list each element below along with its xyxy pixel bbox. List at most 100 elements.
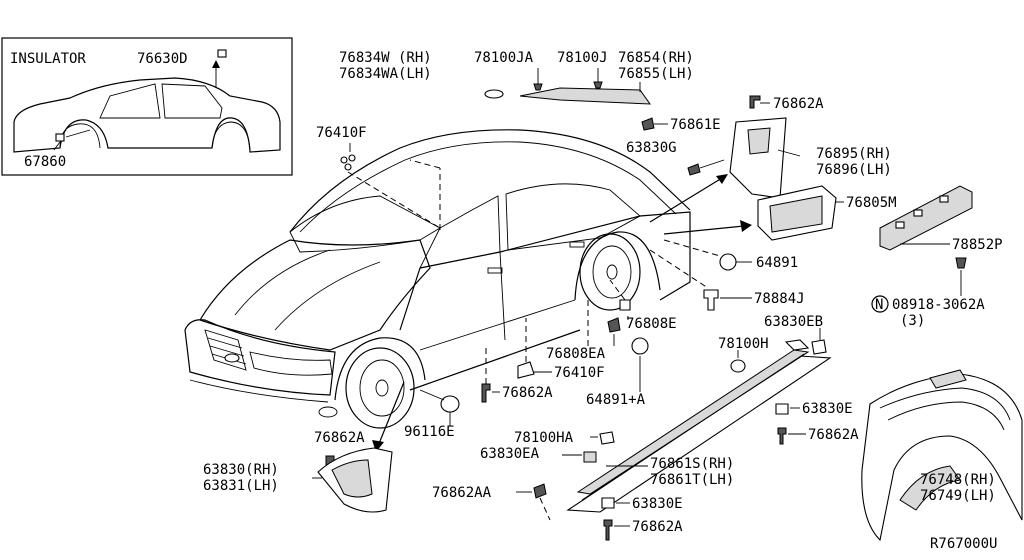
grille (204, 329, 247, 371)
label-64891a: 64891+A (586, 392, 646, 408)
rear-door-opening (161, 83, 223, 119)
arrow-line-front-mudguard (377, 381, 405, 447)
inset-title: INSULATOR (10, 51, 86, 67)
rocker-line (409, 329, 581, 391)
bracket-slot-1 (939, 195, 949, 203)
label-76896: 76896(LH) (816, 162, 892, 178)
grommet-64891a-icon (631, 337, 649, 355)
label-08918-sym: N (875, 297, 883, 313)
nut-symbol-icon (871, 295, 889, 313)
label-76861t: 76861T(LH) (650, 472, 734, 488)
front-tire (345, 347, 415, 429)
headlamp (249, 351, 333, 376)
label-76834wa: 76834WA(LH) (339, 66, 432, 82)
label-63831lh: 63831(LH) (203, 478, 279, 494)
rear-rim (592, 245, 632, 299)
rear-wheelhouse (211, 121, 251, 151)
leader-96116e-b (419, 389, 445, 401)
label-76410f-mid: 76410F (554, 365, 605, 381)
label-76862aa: 76862AA (432, 485, 492, 501)
arrow-line-extractor (663, 225, 745, 235)
roof-inner-line (299, 141, 677, 233)
door-split-line (499, 251, 506, 341)
door-bottom-line (419, 299, 576, 351)
hood-crease-1 (234, 249, 331, 316)
sill-molding-edge (581, 353, 805, 501)
plug-a-icon (340, 156, 348, 164)
mid-parts-group: 76808E 76808EA 64891+A 76410F 76862A 961… (404, 279, 677, 440)
label-63830rh: 63830(RH) (203, 462, 279, 478)
rear-tire (579, 233, 641, 311)
label-76808e: 76808E (626, 316, 677, 332)
clip-76808e-icon (619, 299, 631, 311)
rear-protector-group: 76748(RH) 76749(LH) (861, 369, 1023, 542)
bracket-slot-2 (913, 209, 923, 217)
sill-molding-group: 63830EB 78100H 63830E 76862A 78100HA 638… (432, 314, 859, 541)
dash-76808e (609, 279, 626, 301)
inset-frame (1, 37, 293, 176)
bracket-slot-3 (895, 221, 905, 229)
label-63830eb: 63830EB (764, 314, 823, 330)
roof-line (289, 129, 691, 233)
label-76855: 76855(LH) (618, 66, 694, 82)
clip-78884j-icon (703, 289, 719, 311)
front-hub (375, 379, 389, 397)
screw-76862a-b-icon (603, 519, 613, 541)
arrow-extractor-icon (740, 220, 752, 232)
leader-67860 (65, 129, 91, 138)
label-76862a-top: 76862A (773, 96, 824, 112)
clip-63830e-r-icon (775, 403, 789, 415)
rear-mud-guard-icon (729, 117, 787, 199)
label-76805m: 76805M (846, 195, 897, 211)
arrow-line-mudguard (649, 177, 723, 223)
inset-part-76630d: 76630D (137, 51, 188, 67)
arrow-up-icon (212, 60, 220, 68)
plug-b-icon (348, 154, 356, 162)
grommet-64891-icon (719, 253, 737, 271)
clip-96116e-icon (440, 395, 460, 413)
clip-63830e-b-icon (601, 497, 615, 509)
rear-hub (606, 264, 618, 280)
front-door-opening (99, 83, 161, 119)
clip-78100h-icon (730, 359, 746, 373)
label-76862a-left: 76862A (314, 430, 365, 446)
hood (199, 239, 431, 351)
front-side-window (419, 195, 501, 269)
label-76834w: 76834W (RH) (339, 50, 432, 66)
label-76862a-r: 76862A (808, 427, 859, 443)
screw-78100ja-icon (533, 83, 543, 91)
protector-rib-1 (879, 387, 1011, 421)
molding-76854-icon (519, 87, 652, 105)
protector-inner-shade (899, 465, 961, 511)
label-08918-qty: (3) (900, 313, 925, 329)
dash-76862aa (539, 497, 551, 521)
bracket-78852p-icon (879, 185, 973, 251)
insulator-pad-icon (217, 49, 227, 58)
clip-63830eb-icon (811, 339, 827, 355)
label-76749: 76749(LH) (920, 488, 996, 504)
label-76862a-mid: 76862A (502, 385, 553, 401)
label-76895: 76895(RH) (816, 146, 892, 162)
dash-78884j (649, 249, 709, 289)
label-78852p: 78852P (952, 237, 1003, 253)
body-side (399, 211, 691, 331)
label-78884j: 78884J (754, 291, 805, 307)
front-wheel-arch (334, 337, 426, 401)
screw-76862a-top-icon (749, 95, 761, 109)
front-mud-guard-detail (331, 459, 373, 498)
clip-63830ea-icon (583, 451, 597, 463)
leader-76895 (777, 149, 801, 157)
insulator-piece-icon (55, 133, 65, 142)
label-63830ea: 63830EA (480, 446, 540, 462)
dash-64891 (663, 239, 721, 257)
roof-molding-group: 76834W (RH) 76834WA(LH) 78100JA 78100J 7… (339, 50, 694, 230)
protector-rib-2 (887, 401, 1005, 431)
label-08918: 08918-3062A (892, 297, 985, 313)
label-96116e: 96116E (404, 424, 455, 440)
front-wheelhouse (59, 123, 101, 149)
bumper-line (189, 379, 329, 403)
screw-76862aa-icon (533, 483, 547, 499)
rear-side-window (505, 183, 641, 251)
nut-08918-icon (955, 257, 967, 269)
